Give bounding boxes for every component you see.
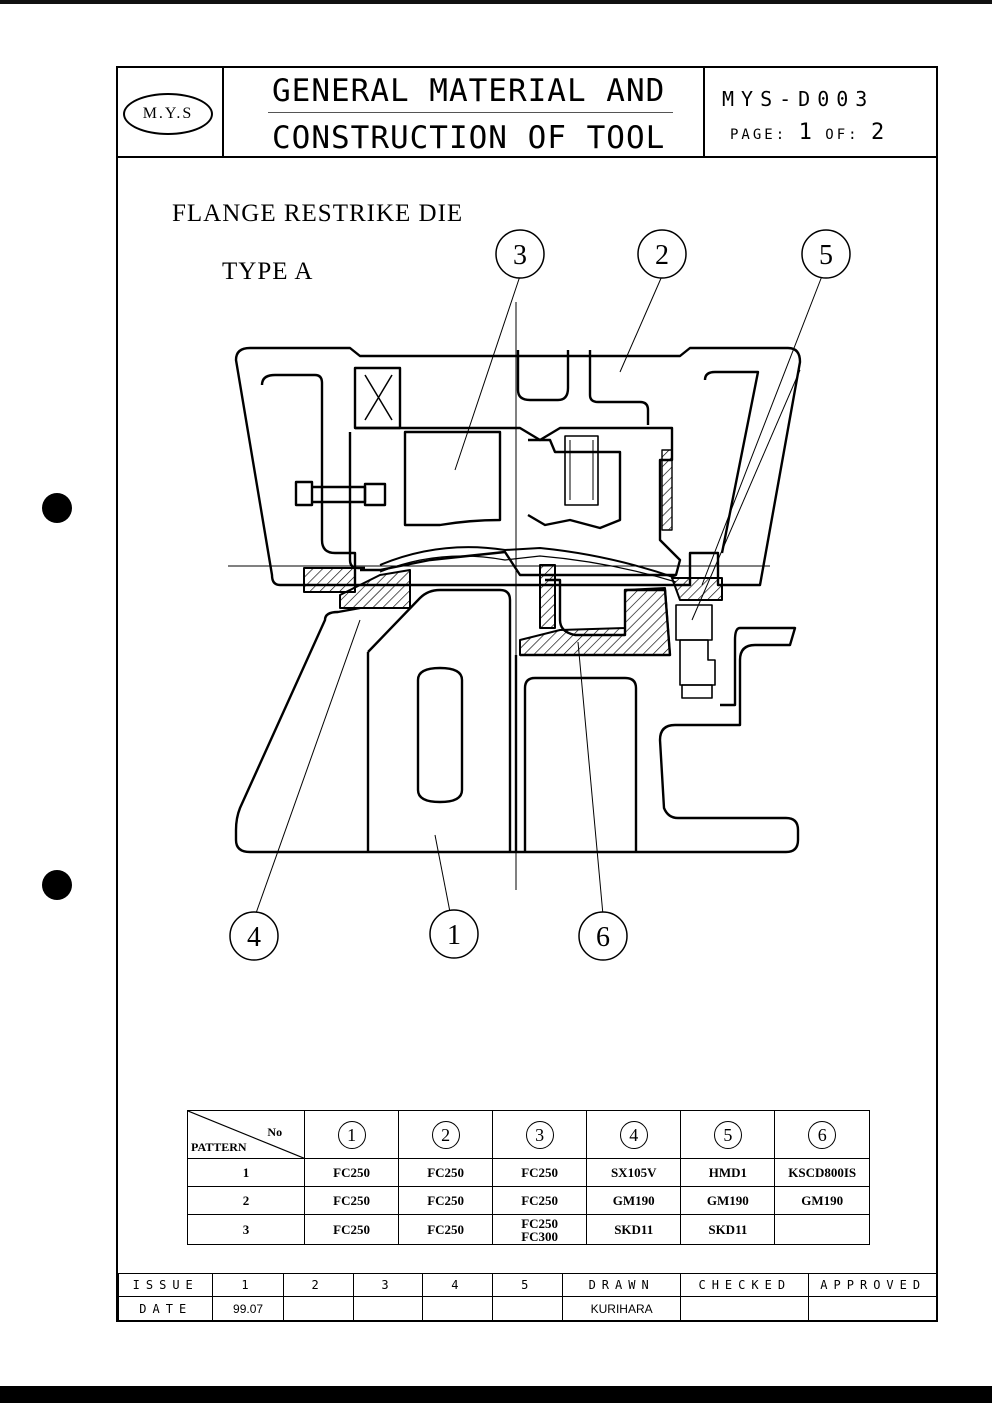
- logo-text: M.Y.S: [142, 105, 194, 122]
- column-header-5: 5: [680, 1110, 776, 1159]
- callout-1: 1: [447, 920, 461, 951]
- table-row: 2 FC250 FC250 FC250 GM190 GM190 GM190: [186, 1186, 870, 1215]
- revision-block: ISSUE 1 2 3 4 5 DRAWN CHECKED APPROVED D…: [117, 1273, 938, 1322]
- table-row: 3 FC250 FC250 FC250 FC300 SKD11 SKD11: [186, 1214, 870, 1245]
- document-number: MYS-D003: [722, 87, 875, 111]
- title-line-2: CONSTRUCTION OF TOOL: [272, 120, 666, 156]
- column-header-4: 4: [586, 1110, 682, 1159]
- issue-cell: 1: [212, 1273, 284, 1297]
- approved-value: [808, 1296, 938, 1322]
- lower-die-outline: [234, 606, 800, 854]
- material-cell: GM190: [774, 1186, 870, 1215]
- header-pattern-label: PATTERN: [191, 1140, 247, 1154]
- page-label: PAGE:: [730, 127, 788, 143]
- material-cell: FC250: [398, 1186, 494, 1215]
- header-bottom-rule: [116, 156, 938, 158]
- column-header-6: 6: [774, 1110, 870, 1159]
- material-cell: FC250: [304, 1158, 400, 1187]
- approved-label: APPROVED: [808, 1273, 938, 1297]
- title-line-1: GENERAL MATERIAL AND: [272, 73, 666, 109]
- pattern-cell: 3: [186, 1214, 306, 1245]
- insert-part-6: [519, 587, 671, 656]
- callout-4: 4: [247, 922, 261, 953]
- upper-die-outline: [234, 346, 802, 587]
- drawn-value: KURIHARA: [562, 1296, 682, 1322]
- material-cell: FC250: [492, 1186, 588, 1215]
- column-header-1: 1: [304, 1110, 400, 1159]
- issue-cell: 5: [492, 1273, 564, 1297]
- checked-value: [680, 1296, 810, 1322]
- date-cell: 99.07: [212, 1296, 284, 1322]
- column-header-2: 2: [398, 1110, 494, 1159]
- material-cell: GM190: [680, 1186, 776, 1215]
- callout-6: 6: [596, 922, 610, 953]
- material-cell: HMD1: [680, 1158, 776, 1187]
- bottom-edge-bar: [0, 1386, 992, 1403]
- issue-row: ISSUE 1 2 3 4 5 DRAWN CHECKED APPROVED: [117, 1273, 938, 1297]
- header-divider-left: [222, 66, 224, 158]
- date-cell: [492, 1296, 564, 1322]
- material-header-row: No PATTERN 1 2 3 4 5 6: [186, 1110, 870, 1159]
- date-cell: [282, 1296, 354, 1322]
- page-of-label: OF:: [825, 127, 860, 143]
- callout-2: 2: [655, 240, 669, 271]
- drawn-label: DRAWN: [562, 1273, 682, 1297]
- issue-cell: 3: [352, 1273, 424, 1297]
- pattern-cell: 2: [186, 1186, 306, 1215]
- die-cross-section-drawing: 3 2 5 4 1 6: [228, 229, 851, 961]
- material-cell: FC250: [492, 1158, 588, 1187]
- punch-hole-bottom: [42, 870, 72, 900]
- material-cell: SKD11: [680, 1214, 776, 1245]
- material-table: No PATTERN 1 2 3 4 5 6 1 FC250 FC250 FC2…: [186, 1110, 870, 1245]
- pattern-no-header: No PATTERN: [186, 1110, 306, 1159]
- material-cell: FC250 FC300: [492, 1214, 588, 1245]
- material-cell: SX105V: [586, 1158, 682, 1187]
- page-indicator: PAGE: 1 OF: 2: [730, 120, 886, 145]
- checked-label: CHECKED: [680, 1273, 810, 1297]
- material-cell: SKD11: [586, 1214, 682, 1245]
- pattern-cell: 1: [186, 1158, 306, 1187]
- issue-label: ISSUE: [117, 1273, 214, 1297]
- drawing-title: FLANGE RESTRIKE DIE: [172, 200, 464, 227]
- drawing-type: TYPE A: [222, 258, 314, 285]
- material-cell: FC250: [304, 1186, 400, 1215]
- pad-part-5: [671, 577, 723, 601]
- issue-cell: 4: [422, 1273, 494, 1297]
- header-diagonal: [188, 1111, 306, 1159]
- material-cell: FC250: [398, 1158, 494, 1187]
- table-row: 1 FC250 FC250 FC250 SX105V HMD1 KSCD800I…: [186, 1158, 870, 1187]
- material-cell: FC250: [398, 1214, 494, 1245]
- company-logo: M.Y.S: [123, 93, 213, 135]
- date-cell: [422, 1296, 494, 1322]
- material-cell: FC250: [304, 1214, 400, 1245]
- pad-part-4: [303, 567, 356, 593]
- date-label: DATE: [117, 1296, 214, 1322]
- top-edge-line: [0, 0, 992, 4]
- date-cell: [352, 1296, 424, 1322]
- column-header-3: 3: [492, 1110, 588, 1159]
- header-no-label: No: [267, 1125, 283, 1139]
- date-row: DATE 99.07 KURIHARA: [117, 1296, 938, 1322]
- material-cell: GM190: [586, 1186, 682, 1215]
- material-cell: [774, 1214, 870, 1245]
- material-cell: KSCD800IS: [774, 1158, 870, 1187]
- callout-5: 5: [819, 240, 833, 271]
- callout-3: 3: [513, 240, 527, 271]
- title-underline: [268, 112, 673, 113]
- issue-cell: 2: [282, 1273, 354, 1297]
- page-total: 2: [871, 120, 887, 145]
- punch-part-3: [355, 426, 682, 577]
- header-divider-right: [703, 66, 705, 158]
- page-current: 1: [798, 120, 814, 145]
- punch-hole-top: [42, 493, 72, 523]
